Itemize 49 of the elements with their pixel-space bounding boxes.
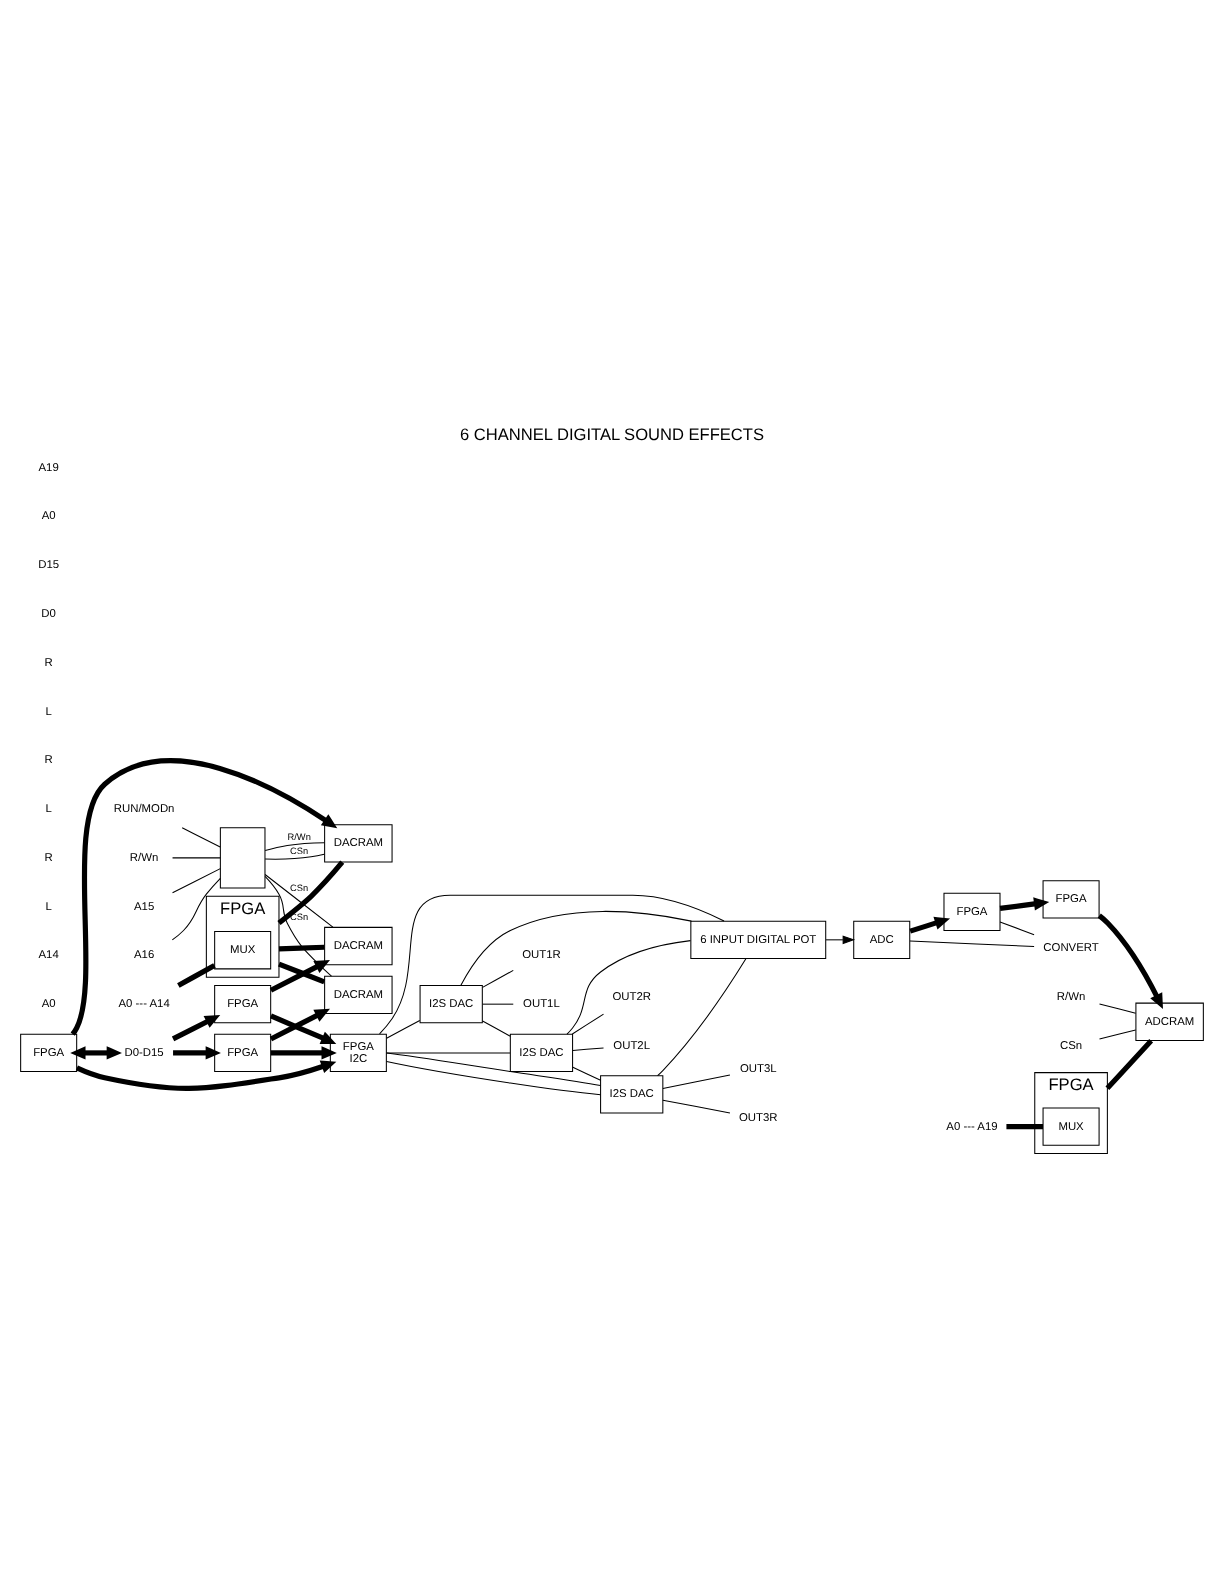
connector bbox=[379, 894, 725, 1035]
node-box bbox=[219, 827, 266, 889]
connector bbox=[264, 853, 325, 860]
connector bbox=[1099, 1003, 1137, 1014]
arrow bbox=[75, 1060, 337, 1091]
diagram-title: 6 CHANNEL DIGITAL SOUND EFFECTS bbox=[460, 423, 764, 444]
connector bbox=[572, 1047, 605, 1051]
connector bbox=[386, 1060, 601, 1096]
arrow bbox=[70, 1046, 122, 1060]
arrow bbox=[173, 1046, 221, 1060]
connector bbox=[172, 857, 221, 859]
connector bbox=[278, 944, 325, 952]
arrow bbox=[825, 935, 856, 945]
connector bbox=[657, 958, 747, 1077]
connector bbox=[264, 875, 332, 977]
connector bbox=[171, 877, 221, 941]
connector bbox=[662, 1099, 731, 1114]
connector bbox=[571, 1013, 605, 1035]
connector bbox=[999, 921, 1035, 936]
arrow bbox=[269, 1013, 337, 1044]
connector bbox=[662, 1074, 731, 1089]
connector bbox=[1099, 1029, 1137, 1040]
connector bbox=[482, 969, 514, 988]
arrow bbox=[909, 916, 951, 934]
connector bbox=[264, 842, 325, 852]
connector bbox=[385, 1052, 511, 1054]
connector bbox=[909, 940, 1035, 948]
connector bbox=[177, 963, 216, 988]
connector bbox=[572, 1066, 602, 1081]
connector bbox=[172, 868, 221, 894]
arrow bbox=[999, 897, 1050, 911]
connector bbox=[277, 860, 345, 925]
connector bbox=[482, 1003, 514, 1005]
connector bbox=[1006, 1124, 1043, 1130]
connector bbox=[264, 873, 334, 928]
connector bbox=[1105, 1038, 1154, 1091]
arrow bbox=[270, 1046, 337, 1060]
connector bbox=[566, 940, 691, 1035]
arrow bbox=[1097, 913, 1163, 1009]
connector bbox=[386, 1019, 421, 1039]
arrow bbox=[70, 758, 338, 1036]
connector bbox=[386, 1052, 601, 1086]
connector bbox=[460, 910, 692, 986]
connector bbox=[278, 961, 326, 985]
connector bbox=[181, 827, 221, 848]
connector bbox=[482, 1020, 511, 1037]
arrow bbox=[269, 960, 330, 993]
arrow bbox=[269, 1008, 330, 1042]
arrow bbox=[171, 1014, 221, 1042]
